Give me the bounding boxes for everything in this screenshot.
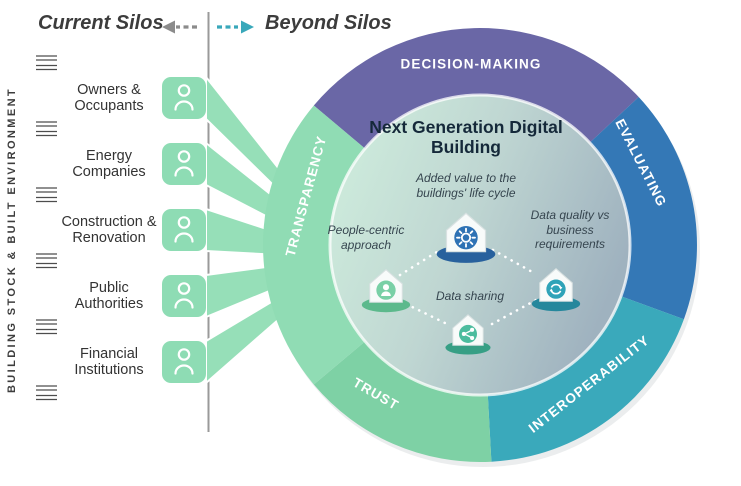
ring-label-decision-making: DECISION-MAKING — [400, 56, 542, 72]
stakeholder-label-financial: Financial Institutions — [74, 345, 144, 378]
core-title: Next Generation Digital Building — [369, 117, 563, 158]
share-icon — [461, 327, 475, 341]
stakeholder-tile — [162, 209, 206, 251]
building-stock-vertical-label: BUILDING STOCK & BUILT ENVIRONMENT — [6, 86, 18, 394]
house-gear — [436, 212, 496, 263]
segment-transparency — [263, 105, 366, 385]
note-data-sharing: Data sharing — [435, 289, 505, 303]
segment-evaluating — [589, 97, 697, 320]
current-silos-title: Current Silos — [38, 12, 164, 34]
gear-icon — [456, 227, 476, 248]
house-person — [361, 268, 411, 313]
dashed-arrow-left-icon — [162, 20, 197, 34]
stakeholder-tiles — [162, 77, 206, 383]
beyond-silos-title: Beyond Silos — [265, 12, 392, 34]
note-data-quality: Data quality vs business requirements — [530, 208, 610, 252]
dashed-arrow-right-icon — [217, 20, 254, 34]
person-icon — [381, 284, 391, 297]
stakeholder-label-public: Public Authorities — [74, 279, 144, 312]
house-sync — [531, 267, 581, 312]
segment-decision-making — [313, 28, 639, 149]
stakeholder-tile — [162, 341, 206, 383]
stakeholder-label-energy: Energy Companies — [72, 147, 146, 180]
segment-interoperability — [487, 296, 684, 462]
stakeholder-label-construction: Construction & Renovation — [61, 213, 157, 246]
house-share — [445, 314, 491, 355]
person-icon — [174, 216, 194, 243]
note-added-value: Added value to the buildings' life cycle — [415, 171, 517, 200]
stakeholder-tile — [162, 77, 206, 119]
stakeholder-label-owners: Owners & Occupants — [74, 81, 144, 114]
stakeholder-tile — [162, 275, 206, 317]
segment-trust — [313, 341, 492, 462]
person-icon — [174, 84, 194, 111]
stakeholder-tile — [162, 143, 206, 185]
person-icon — [174, 348, 194, 375]
person-icon — [174, 282, 194, 309]
person-icon — [174, 150, 194, 177]
rail-separators — [36, 55, 57, 401]
outer-ring — [263, 28, 697, 462]
sync-icon — [549, 283, 563, 295]
note-people-centric: People-centric approach — [327, 223, 405, 252]
